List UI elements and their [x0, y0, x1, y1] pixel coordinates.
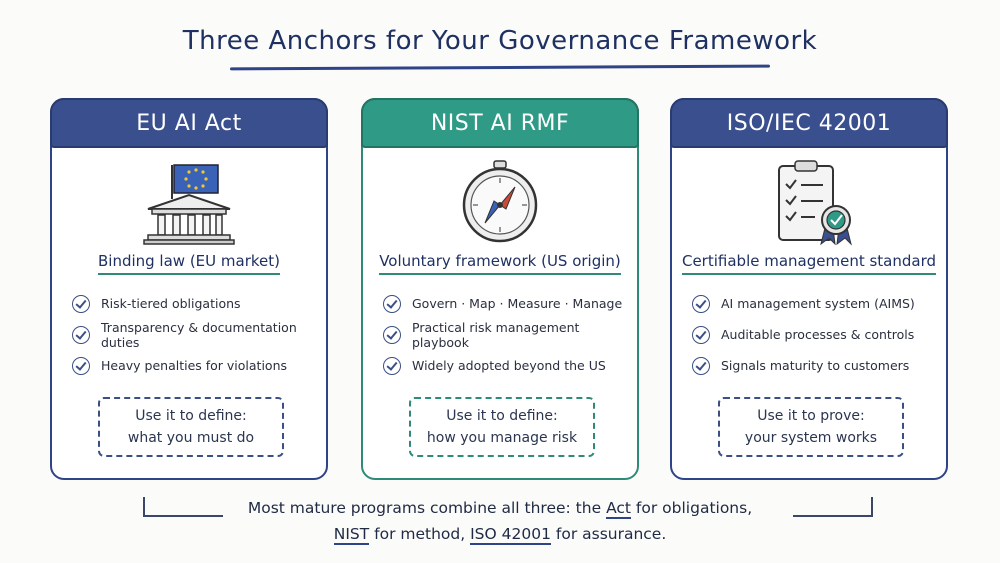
check-circle-icon	[692, 325, 710, 344]
compass-icon	[462, 160, 538, 243]
use-it-box: Use it to define: how you manage risk	[409, 397, 595, 457]
list-item-label: Signals maturity to customers	[721, 358, 910, 373]
check-circle-icon	[692, 294, 710, 313]
check-circle-icon	[72, 356, 90, 375]
list-item: Govern · Map · Measure · Manage	[383, 288, 633, 319]
list-item: Auditable processes & controls	[692, 319, 942, 350]
use-line-1: Use it to define:	[446, 408, 558, 424]
clipboard-certificate-icon	[778, 160, 852, 246]
footer-bracket-left	[143, 497, 223, 517]
footer-summary: Most mature programs combine all three: …	[247, 499, 753, 545]
card-items: AI management system (AIMS) Auditable pr…	[692, 288, 942, 381]
list-item: Risk-tiered obligations	[72, 288, 322, 319]
list-item: AI management system (AIMS)	[692, 288, 942, 319]
list-item-label: Practical risk management playbook	[412, 319, 580, 350]
use-line-2: your system works	[744, 430, 878, 446]
use-line-2: how you manage risk	[426, 430, 578, 446]
page-title: Three Anchors for Your Governance Framew…	[182, 26, 818, 56]
card-iso-iec-42001: ISO/IEC 42001 Certifiable management sta…	[670, 98, 948, 480]
use-it-box: Use it to define: what you must do	[98, 397, 284, 457]
list-item-label: Auditable processes & controls	[721, 327, 915, 342]
list-item-label: Govern · Map · Measure · Manage	[412, 296, 623, 311]
list-item: Practical risk management playbook	[383, 319, 633, 350]
footer-nist: NIST	[333, 525, 370, 545]
use-it-box: Use it to prove: your system works	[718, 397, 904, 457]
list-item: Signals maturity to customers	[692, 350, 942, 381]
card-nist-ai-rmf: NIST AI RMF Voluntary framework (US orig…	[361, 98, 639, 480]
card-header: ISO/IEC 42001	[670, 98, 948, 148]
use-line-1: Use it to define:	[135, 408, 247, 424]
eu-flag-courthouse-icon	[143, 164, 235, 245]
check-circle-icon	[383, 356, 401, 375]
check-circle-icon	[72, 325, 90, 344]
list-item-label: Risk-tiered obligations	[101, 296, 241, 311]
check-circle-icon	[72, 294, 90, 313]
list-item: Transparency & documentation duties	[72, 319, 322, 350]
use-line-1: Use it to prove:	[757, 408, 865, 424]
list-item-label: Heavy penalties for violations	[101, 358, 288, 373]
card-subtitle: Voluntary framework (US origin)	[379, 252, 621, 275]
footer-act: Act	[606, 499, 631, 519]
check-circle-icon	[383, 294, 401, 313]
footer-bracket-right	[793, 497, 873, 517]
card-header: NIST AI RMF	[361, 98, 639, 148]
footer-iso: ISO 42001	[470, 525, 551, 545]
list-item-label: Widely adopted beyond the US	[412, 358, 606, 373]
card-items: Risk-tiered obligations Transparency & d…	[72, 288, 322, 381]
list-item-label: Transparency & documentation duties	[101, 319, 297, 350]
card-items: Govern · Map · Measure · Manage Practica…	[383, 288, 633, 381]
card-subtitle: Binding law (EU market)	[97, 252, 280, 275]
list-item: Heavy penalties for violations	[72, 350, 322, 381]
list-item: Widely adopted beyond the US	[383, 350, 633, 381]
card-subtitle: Certifiable management standard	[681, 252, 937, 275]
title-underline	[229, 64, 771, 71]
list-item-label: AI management system (AIMS)	[721, 296, 915, 311]
use-line-2: what you must do	[127, 430, 255, 446]
card-header: EU AI Act	[50, 98, 328, 148]
check-circle-icon	[383, 325, 401, 344]
card-eu-ai-act: EU AI Act Binding law (EU market) Risk-t…	[50, 98, 328, 480]
check-circle-icon	[692, 356, 710, 375]
